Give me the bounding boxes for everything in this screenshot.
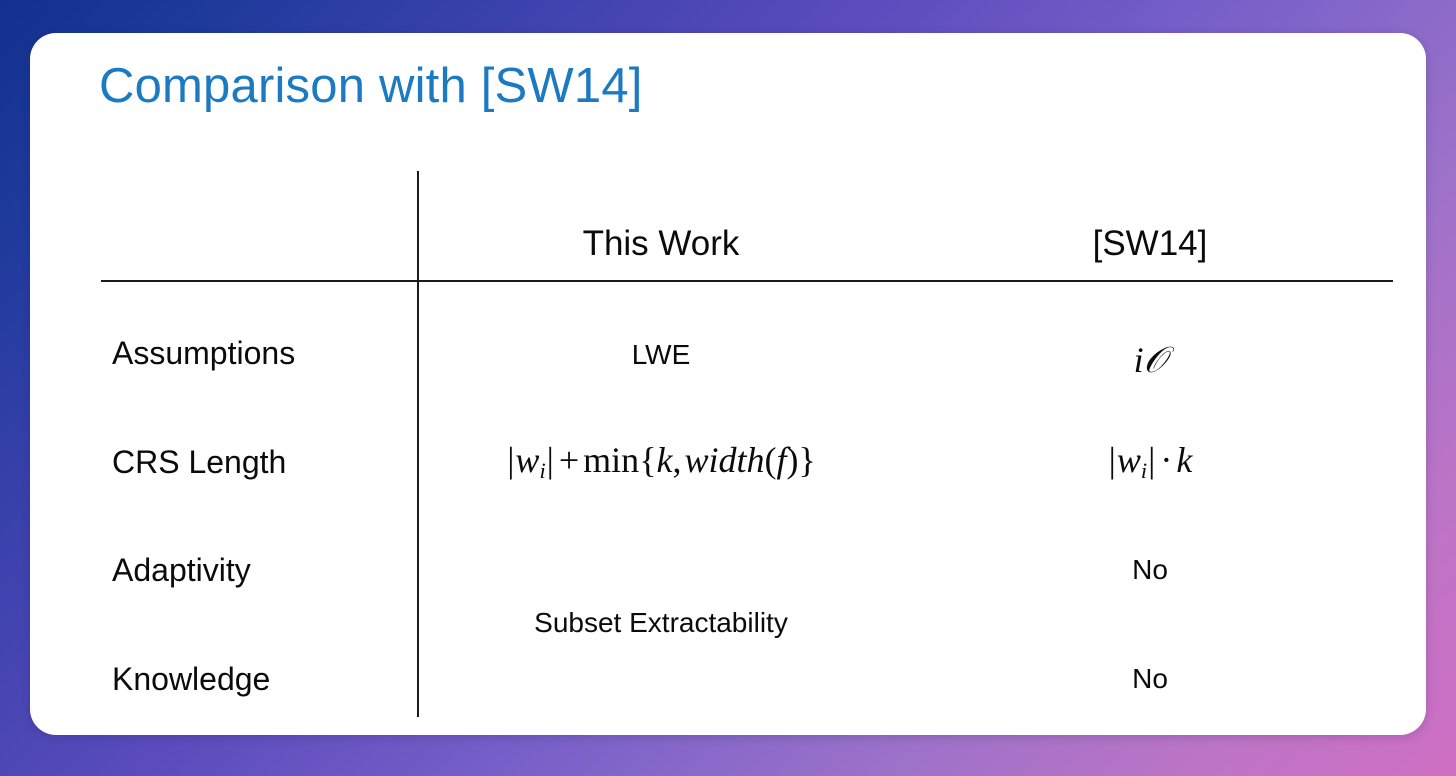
table-cell-crs-length-this-work: |wi|+min{k, width(f)} <box>430 439 892 484</box>
table-cell-adaptivity-sw14: No <box>1132 554 1168 585</box>
page-title: Comparison with [SW14] <box>99 59 643 113</box>
table-row-label-assumptions: Assumptions <box>112 335 296 371</box>
table-cell-subset-extractability: Subset Extractability <box>534 607 788 638</box>
slide-content-card: Comparison with [SW14] This Work [SW14] … <box>30 33 1426 735</box>
table-row-label-adaptivity: Adaptivity <box>112 552 251 588</box>
table-vertical-rule <box>417 171 419 717</box>
table-cell-assumptions-sw14: i𝒪 <box>930 339 1370 382</box>
math-io: i𝒪 <box>1133 340 1167 381</box>
table-cell-knowledge-sw14: No <box>1132 663 1168 694</box>
math-crs-sw14: |wi|·k <box>1108 440 1193 484</box>
table-row-label-crs-length: CRS Length <box>112 444 287 480</box>
table-cell-assumptions-this-work: LWE <box>631 339 691 370</box>
table-header-sw14: [SW14] <box>1092 224 1208 263</box>
math-crs-this-work: |wi|+min{k, width(f)} <box>507 440 816 484</box>
table-cell-crs-length-sw14: |wi|·k <box>930 439 1370 484</box>
table-horizontal-rule <box>101 280 1393 282</box>
comparison-table: This Work [SW14] Assumptions LWE i𝒪 CRS … <box>30 33 1426 735</box>
table-header-this-work: This Work <box>582 224 740 263</box>
table-row-label-knowledge: Knowledge <box>112 661 271 697</box>
